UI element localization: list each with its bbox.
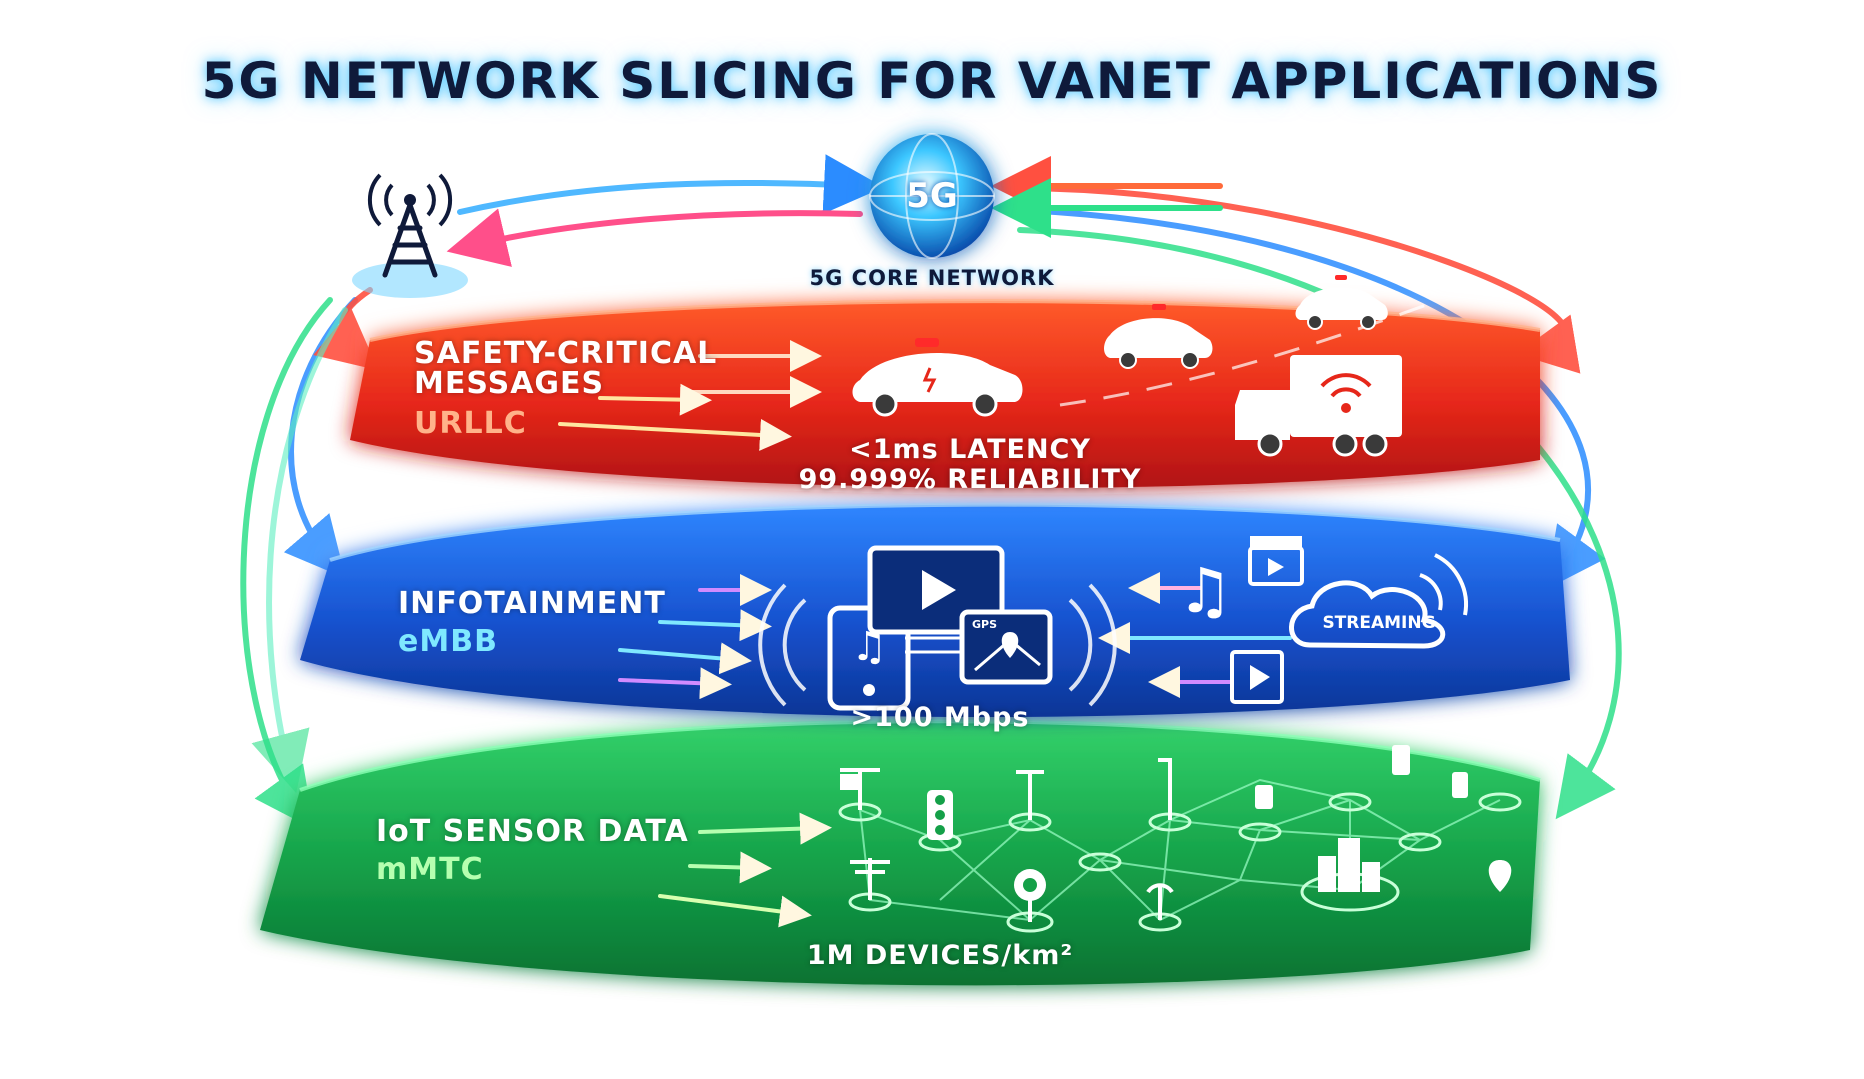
gps-label: GPS <box>972 618 998 631</box>
core-link-arrows <box>446 154 1223 267</box>
core-network-label: 5G CORE NETWORK <box>809 266 1055 290</box>
streaming-label: STREAMING <box>1322 613 1436 633</box>
urllc-metric-reliability: 99.999% RELIABILITY <box>798 464 1142 495</box>
street-lamp-icon <box>1016 758 1172 820</box>
cell-tower-icon <box>352 173 468 298</box>
antenna-icon <box>850 858 1174 920</box>
svg-text:♫: ♫ <box>1177 554 1233 627</box>
mmtc-name: IoT SENSOR DATA <box>376 814 689 849</box>
clapperboard-icon <box>1248 536 1304 586</box>
embb-flow-arrows <box>618 572 1292 700</box>
wireless-waves <box>758 583 1117 707</box>
connector-arrows-left <box>240 287 379 830</box>
gps-map-icon <box>959 609 1053 685</box>
embb-type: eMBB <box>398 624 498 659</box>
truck-wifi-icon <box>1235 355 1402 457</box>
police-car-icon <box>852 338 1023 417</box>
smartphone-icon <box>1255 745 1468 809</box>
urllc-name-line1: SAFETY-CRITICAL <box>414 336 718 371</box>
embb-name: INFOTAINMENT <box>398 586 666 621</box>
mmtc-metric-density: 1M DEVICES/km² <box>806 940 1074 971</box>
urllc-flow-arrows <box>558 340 822 451</box>
embb-metric-throughput: >100 Mbps <box>850 702 1030 733</box>
page-title: 5G NETWORK SLICING FOR VANET APPLICATION… <box>201 52 1663 110</box>
traffic-light-icon <box>927 790 953 840</box>
car-icon <box>1104 304 1213 369</box>
globe-5g-icon <box>869 133 995 259</box>
location-pin-icon <box>1488 860 1512 892</box>
weather-station-icon <box>840 768 880 810</box>
cloud-icon <box>1289 553 1468 649</box>
buildings-icon <box>1318 838 1380 892</box>
urllc-metric-latency: <1ms LATENCY <box>849 434 1091 465</box>
urllc-name-line2: MESSAGES <box>414 366 605 401</box>
mmtc-flow-arrows <box>658 812 832 928</box>
music-note-icon: ♫ <box>1177 554 1233 627</box>
urllc-type: URLLC <box>414 406 527 441</box>
car-icon <box>1295 275 1388 330</box>
core-5g-badge: 5G <box>906 176 958 216</box>
film-icon <box>1230 650 1284 704</box>
parking-meter-icon <box>1014 869 1046 922</box>
mmtc-type: mMTC <box>376 852 484 887</box>
